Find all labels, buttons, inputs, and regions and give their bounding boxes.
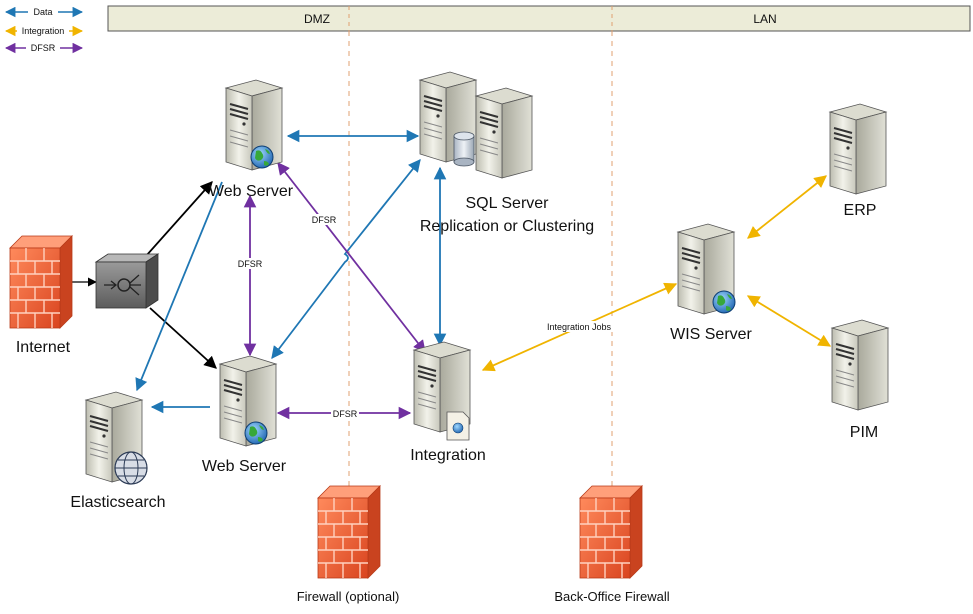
- erp-label: ERP: [844, 202, 877, 219]
- edge-label-integration-jobs: Integration Jobs: [547, 322, 612, 332]
- elasticsearch-node: Elasticsearch: [70, 391, 166, 511]
- firewall-optional-node: Firewall (optional): [297, 485, 400, 604]
- legend-integration-label: Integration: [22, 26, 65, 36]
- globe-icon: [114, 451, 148, 485]
- internet-label: Internet: [16, 339, 71, 356]
- backoffice-firewall-node: Back-Office Firewall: [554, 485, 670, 604]
- legend-data-label: Data: [33, 7, 52, 17]
- pim-label: PIM: [850, 424, 878, 441]
- zone-label-dmz: DMZ: [304, 12, 330, 26]
- server-icon: [831, 319, 889, 411]
- server-icon: [829, 103, 887, 195]
- lb-to-web-top-line: [145, 181, 213, 257]
- integration-wis-erp-line: [747, 175, 827, 239]
- firewall-icon: [9, 235, 73, 329]
- edge-label-dfsr-vertical: DFSR: [238, 259, 263, 269]
- database-icon: [453, 131, 475, 167]
- integration-node: Integration: [410, 341, 486, 464]
- web-server-top-node: Web Server: [209, 79, 294, 200]
- integration-label: Integration: [410, 447, 486, 464]
- erp-node: ERP: [829, 103, 887, 219]
- document-icon: [446, 411, 470, 441]
- sql-server-label-line2: Replication or Clustering: [420, 218, 594, 235]
- data-web-top-elastic-line: [135, 181, 223, 392]
- wis-server-node: WIS Server: [670, 223, 753, 343]
- edge-label-dfsr-diagonal: DFSR: [312, 215, 337, 225]
- lb-to-web-bottom-line: [149, 307, 217, 369]
- sql-server-label-line1: SQL Server: [466, 195, 550, 212]
- firewall-icon: [317, 485, 381, 579]
- dfsr-web-top-integration-line: [277, 162, 426, 353]
- sql-server-node: SQL Server Replication or Clustering: [419, 71, 594, 235]
- integration-wis-pim-line: [746, 295, 832, 347]
- web-server-top-label: Web Server: [209, 183, 294, 200]
- wis-server-label: WIS Server: [670, 326, 752, 343]
- legend-dfsr-label: DFSR: [31, 43, 56, 53]
- zone-header: DMZ LAN: [107, 5, 971, 32]
- legend: Data Integration DFSR: [4, 6, 84, 54]
- server-icon: [475, 87, 533, 179]
- backoffice-firewall-label: Back-Office Firewall: [554, 589, 669, 604]
- globe-icon: [250, 145, 274, 169]
- firewall-optional-label: Firewall (optional): [297, 589, 400, 604]
- web-server-bottom-node: Web Server: [202, 355, 287, 475]
- elasticsearch-label: Elasticsearch: [70, 494, 165, 511]
- load-balancer-node: [94, 253, 160, 309]
- zone-label-lan: LAN: [753, 12, 776, 26]
- edge-label-dfsr-horizontal: DFSR: [333, 409, 358, 419]
- data-sql-web-bottom-line: [271, 159, 421, 360]
- pim-node: PIM: [831, 319, 889, 441]
- edge-labels: DFSR DFSR DFSR Integration Jobs: [236, 214, 616, 419]
- web-server-bottom-label: Web Server: [202, 458, 287, 475]
- internet-node: Internet: [9, 235, 73, 356]
- firewall-icon: [579, 485, 643, 579]
- globe-icon: [712, 290, 736, 314]
- globe-icon: [244, 421, 268, 445]
